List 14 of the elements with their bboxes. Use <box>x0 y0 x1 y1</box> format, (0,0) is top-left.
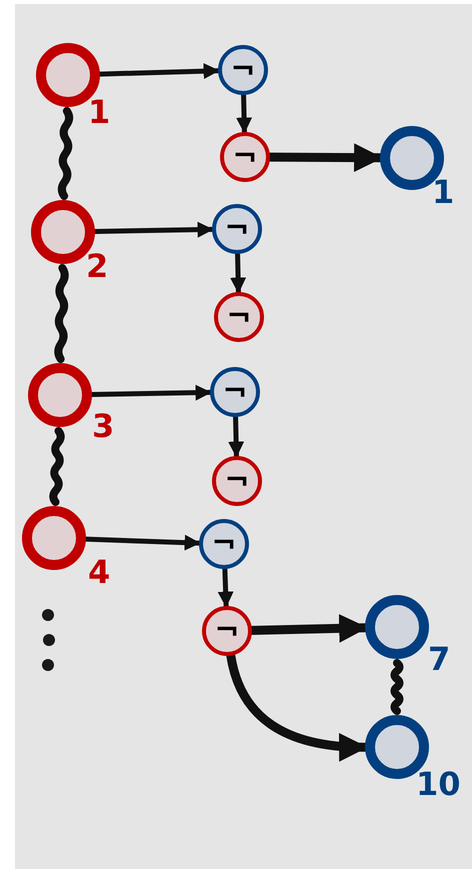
arrow <box>236 92 252 134</box>
number-label: 1 <box>88 96 110 128</box>
number-label: 3 <box>92 410 114 442</box>
number-label: 10 <box>416 768 461 800</box>
wavy-line <box>58 106 74 200</box>
number-label: 1 <box>432 176 454 208</box>
number-label: 2 <box>86 250 108 282</box>
arrow <box>230 252 246 294</box>
wavy-line <box>390 659 404 715</box>
wavy-line <box>54 264 69 363</box>
arrow <box>228 414 244 458</box>
wavy-line <box>49 426 65 506</box>
number-label: 7 <box>428 643 450 675</box>
number-label: 4 <box>88 556 110 588</box>
